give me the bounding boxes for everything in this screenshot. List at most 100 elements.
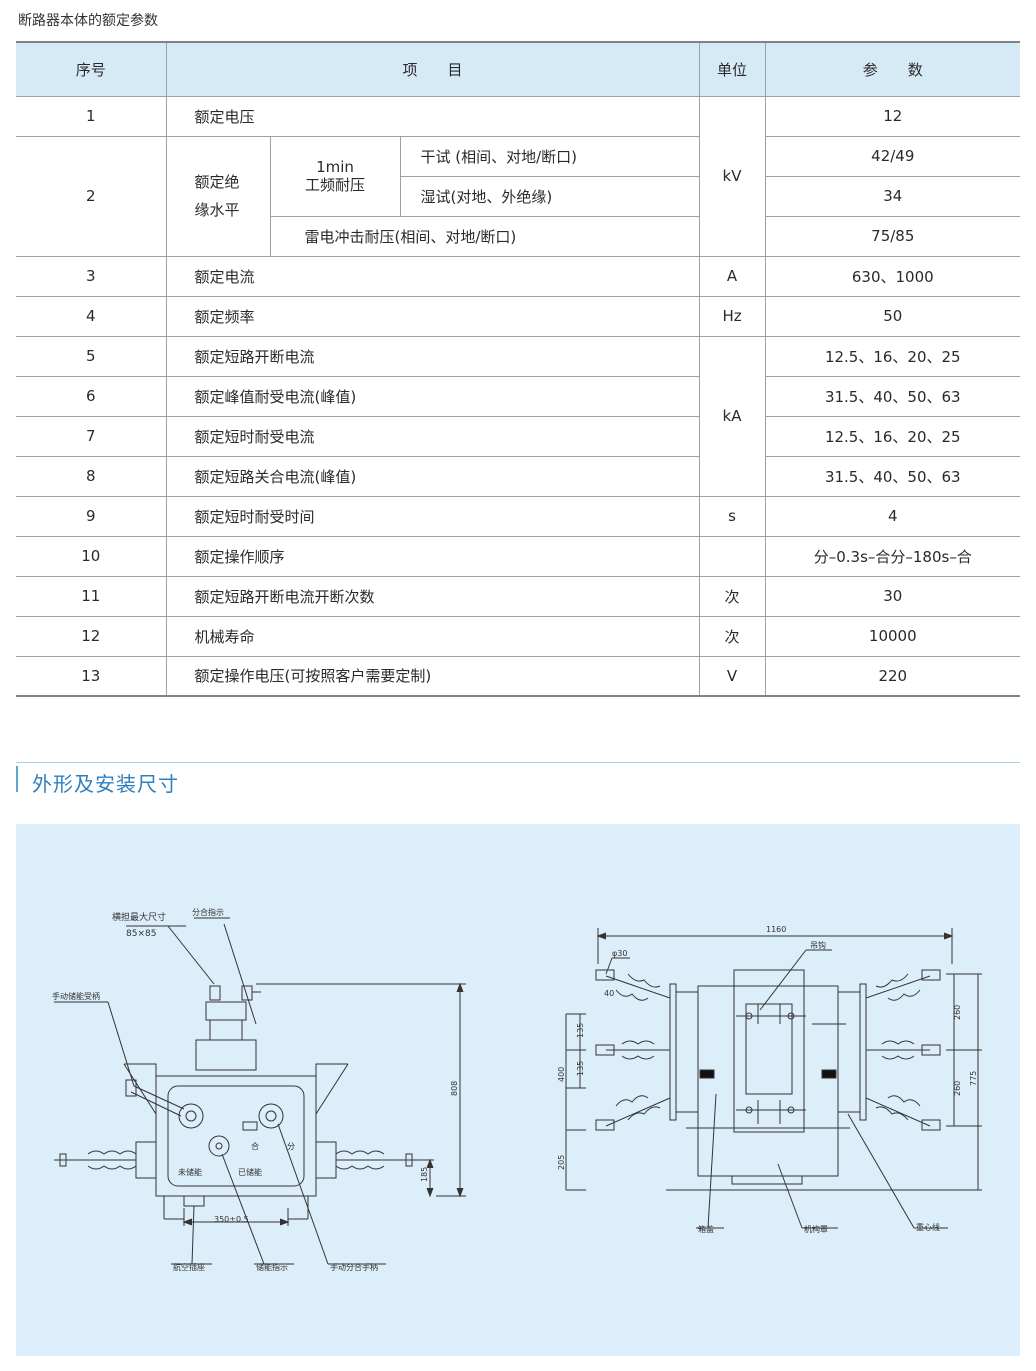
cell-value: 12 [764, 95, 1021, 137]
table-row: 4 额定频率 Hz 50 [16, 295, 1021, 337]
table-row: 9 额定短时耐受时间 s 4 [16, 495, 1021, 537]
table-row: 2 额定绝缘水平 1min 工频耐压 干试 (相间、对地/断口) 42/49 [16, 135, 1021, 257]
dim-phi30: φ30 [612, 949, 627, 958]
label-charge-indicator: 储能指示 [256, 1262, 288, 1272]
label-close: 合 [251, 1141, 259, 1151]
cell-item: 湿试(对地、外绝缘) [400, 175, 700, 217]
cell-item: 额定操作顺序 [165, 535, 700, 577]
label-charged: 已储能 [238, 1167, 262, 1177]
cell-item: 额定峰值耐受电流(峰值) [165, 375, 700, 417]
cell-value: 220 [764, 655, 1021, 697]
label-mechanism: 机构罩 [804, 1224, 828, 1234]
label-cover: 箱盖 [698, 1224, 714, 1234]
outline-drawing: 横担最大尺寸 85×85 分合指示 手动储能受柄 未储能 已储能 合 分 808… [52, 907, 982, 1272]
dim-400: 400 [557, 1067, 566, 1082]
cell-value: 12.5、16、20、25 [764, 415, 1021, 457]
table-row: 11 额定短路开断电流开断次数 次 30 [16, 575, 1021, 617]
group-label: 额定绝缘水平 [194, 173, 240, 219]
cell-value: 10000 [764, 615, 1021, 657]
label-cg: 重心线 [916, 1222, 940, 1232]
cell-value: 630、1000 [764, 255, 1021, 297]
section-title: 外形及安装尺寸 [32, 772, 179, 796]
table-header-row: 序号 项 目 单位 参 数 [16, 41, 1021, 97]
table-row: 10 额定操作顺序 分–0.3s–合分–180s–合 [16, 535, 1021, 577]
cell-unit: kA [698, 335, 766, 497]
cell-no: 1 [16, 95, 167, 137]
dim-185: 185 [420, 1167, 429, 1182]
cell-no: 7 [16, 415, 167, 457]
cell-unit: 次 [698, 575, 766, 617]
cell-item: 雷电冲击耐压(相间、对地/断口) [270, 215, 700, 257]
dim-40: 40 [604, 989, 614, 998]
label-uncharged: 未储能 [178, 1167, 202, 1177]
cell-item: 干试 (相间、对地/断口) [399, 135, 700, 177]
table-row: 6 额定峰值耐受电流(峰值) 31.5、40、50、63 [16, 375, 1021, 417]
drawing-panel: 横担最大尺寸 85×85 分合指示 手动储能受柄 未储能 已储能 合 分 808… [16, 824, 1020, 1356]
dim-260b: 260 [953, 1081, 962, 1096]
cell-item: 机械寿命 [165, 615, 700, 657]
table-row: 雷电冲击耐压(相间、对地/断口) 75/85 [16, 215, 1021, 257]
side-view [565, 928, 982, 1229]
cell-value: 12.5、16、20、25 [764, 335, 1021, 377]
label-handle: 手动储能受柄 [52, 991, 100, 1001]
cell-no: 6 [16, 375, 167, 417]
cell-unit [698, 535, 766, 577]
cell-value: 50 [764, 295, 1021, 337]
cell-no: 11 [16, 575, 167, 617]
dial-bottom-icon [208, 1135, 230, 1157]
label-crossarm-size: 85×85 [126, 929, 156, 939]
dial-left-icon [178, 1103, 204, 1129]
cell-no: 5 [16, 335, 167, 377]
cell-value: 31.5、40、50、63 [764, 455, 1021, 497]
dim-350: 350±0.5 [214, 1215, 249, 1224]
cell-no: 2 [16, 135, 167, 257]
cell-sub: 1min 工频耐压 [269, 135, 401, 217]
cell-item: 额定电流 [165, 255, 700, 297]
cell-unit: 次 [698, 615, 766, 657]
label-manual-handle: 手动分合手柄 [330, 1262, 378, 1272]
cell-item: 额定短时耐受电流 [165, 415, 700, 457]
table-row: 12 机械寿命 次 10000 [16, 615, 1021, 657]
dim-808: 808 [450, 1081, 459, 1096]
cell-no: 4 [16, 295, 167, 337]
cell-value: 分–0.3s–合分–180s–合 [764, 535, 1021, 577]
cell-unit: A [698, 255, 766, 297]
dim-135a: 135 [576, 1023, 585, 1038]
cell-item: 额定操作电压(可按照客户需要定制) [165, 655, 700, 697]
dim-260a: 260 [953, 1005, 962, 1020]
header-unit: 单位 [698, 41, 766, 97]
tank-panel [167, 1085, 305, 1187]
cell-value: 4 [764, 495, 1021, 537]
front-view [54, 917, 466, 1265]
cell-item: 额定短路开断电流 [165, 335, 700, 377]
cell-unit: V [698, 655, 766, 697]
cell-value: 42/49 [764, 135, 1021, 177]
table-row: 3 额定电流 A 630、1000 [16, 255, 1021, 297]
aviation-plug-icon [183, 1195, 205, 1207]
table-row: 8 额定短路关合电流(峰值) 31.5、40、50、63 [16, 455, 1021, 497]
cell-value: 75/85 [764, 215, 1021, 257]
table-row: 7 额定短时耐受电流 12.5、16、20、25 [16, 415, 1021, 457]
section-header: 外形及安装尺寸 [16, 762, 1020, 796]
cell-value: 34 [764, 175, 1021, 217]
section-divider [16, 762, 1020, 763]
header-item: 项 目 [165, 41, 700, 97]
cell-no: 9 [16, 495, 167, 537]
label-crossarm: 横担最大尺寸 [112, 911, 166, 923]
body-outline [697, 985, 839, 1129]
cell-unit: kV [698, 95, 766, 257]
cell-no: 12 [16, 615, 167, 657]
cell-no: 3 [16, 255, 167, 297]
table-row: 湿试(对地、外绝缘) 34 [16, 175, 1021, 217]
table-caption: 断路器本体的额定参数 [18, 13, 158, 29]
cell-item: 额定频率 [165, 295, 700, 337]
cell-no: 8 [16, 455, 167, 497]
dim-775: 775 [969, 1071, 978, 1086]
dim-135b: 135 [576, 1061, 585, 1076]
tank-outline [155, 1075, 317, 1197]
label-plug: 航空插座 [173, 1262, 205, 1272]
header-param: 参 数 [764, 41, 1021, 97]
dial-right-icon [258, 1103, 284, 1129]
table-row: 1 额定电压 kV 12 [16, 95, 1021, 257]
cell-no: 10 [16, 535, 167, 577]
